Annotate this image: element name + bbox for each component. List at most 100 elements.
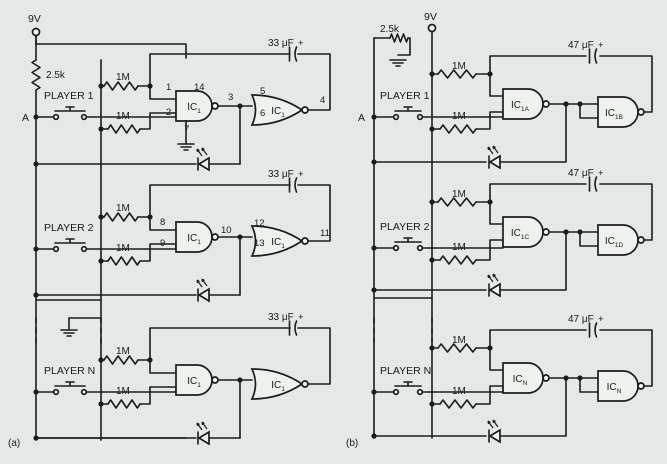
player-label: PLAYER N <box>44 365 95 377</box>
player-label: PLAYER 1 <box>380 90 430 102</box>
button-contact <box>52 245 60 253</box>
junction-dot <box>33 246 39 252</box>
wire <box>139 386 177 405</box>
push-button-symbol <box>394 381 422 387</box>
pin-number: 9 <box>160 238 165 249</box>
led-light-arrows <box>487 145 499 155</box>
junction-dot <box>429 126 435 132</box>
button-contact <box>52 388 60 396</box>
inverter-bubble <box>542 100 550 108</box>
junction-dot <box>237 234 243 240</box>
resistor-value: 1M <box>452 189 466 200</box>
resistor-symbol <box>389 33 409 43</box>
led-light-arrows <box>196 278 208 288</box>
junction-dot <box>147 214 153 220</box>
button-contact <box>392 244 400 252</box>
ic-label-main: IC <box>271 380 281 391</box>
wire <box>139 243 177 262</box>
capacitor-polarity: + <box>598 314 604 325</box>
figure-part-label: (a) <box>8 438 20 449</box>
wire <box>475 385 504 405</box>
pin-number: 11 <box>320 228 330 239</box>
push-button-symbol <box>54 238 86 244</box>
supply-label: 9V <box>28 13 41 25</box>
junction-dot <box>577 375 583 381</box>
wire <box>139 112 177 130</box>
junction-dot <box>577 229 583 235</box>
player-label: PLAYER N <box>380 365 431 377</box>
pullup-value: 2.5k <box>46 70 66 81</box>
ic-label-sub: 1 <box>197 382 201 389</box>
wire <box>489 329 587 349</box>
resistor-value: 1M <box>116 72 130 83</box>
resistor-symbol <box>439 124 477 134</box>
ic-label-sub: 1C <box>521 234 530 241</box>
resistor-value: 1M <box>452 111 466 122</box>
junction-dot <box>98 357 104 363</box>
ic-label-main: IC <box>187 376 197 387</box>
rail-gap-dashes <box>373 317 433 343</box>
wire <box>489 55 587 75</box>
junction-dot <box>33 389 39 395</box>
resistor-value: 1M <box>116 386 130 397</box>
nand-gate <box>502 362 544 394</box>
resistor-symbol <box>437 197 477 207</box>
wire <box>137 216 177 231</box>
ground-symbol <box>60 329 78 337</box>
resistor-symbol <box>103 355 139 365</box>
ic-label-sub: N <box>617 388 622 395</box>
wire <box>149 327 291 361</box>
pin-number: 4 <box>320 95 325 106</box>
ic-label-sub: 1 <box>197 108 201 115</box>
ic-label-sub: 1 <box>281 386 285 393</box>
ic-label: IC1 <box>271 380 285 393</box>
ic-label-sub: 1 <box>281 243 285 250</box>
junction-dot <box>371 433 377 439</box>
junction-dot <box>237 377 243 383</box>
button-contact <box>416 388 424 396</box>
ic-label-main: IC <box>513 374 523 385</box>
resistor-symbol <box>437 69 477 79</box>
wire <box>149 53 291 87</box>
wire <box>579 231 599 247</box>
capacitor-polarity: + <box>298 312 304 323</box>
junction-dot <box>33 161 39 167</box>
junction-dot <box>147 83 153 89</box>
led-light-arrows <box>196 147 208 157</box>
button-contact <box>392 113 400 121</box>
resistor-value: 1M <box>116 346 130 357</box>
resistor-value: 1M <box>116 243 130 254</box>
nand-gate <box>597 370 639 402</box>
junction-dot <box>429 345 435 351</box>
nor-gate <box>250 225 304 257</box>
junction-dot <box>429 71 435 77</box>
pin-number: 6 <box>260 108 265 119</box>
ic-label-sub: 1 <box>197 239 201 246</box>
nor-gate <box>250 368 304 400</box>
resistor-symbol <box>31 59 41 91</box>
led-diode <box>197 156 210 172</box>
resistor-symbol <box>103 81 139 91</box>
capacitor-value: 47 μF <box>568 314 594 325</box>
junction-dot <box>237 103 243 109</box>
circuit-wiring <box>33 31 653 441</box>
inverter-bubble <box>542 228 550 236</box>
ic-label: IC1A <box>511 100 530 113</box>
led-light-arrows <box>196 421 208 431</box>
junction-dot <box>487 199 493 205</box>
button-contact <box>392 388 400 396</box>
led-diode <box>197 430 210 446</box>
wire <box>599 183 653 241</box>
resistor-value: 1M <box>116 111 130 122</box>
capacitor-plate-curved <box>594 48 598 64</box>
resistor-symbol <box>107 399 141 409</box>
capacitor-plate-curved <box>594 176 598 192</box>
push-button-symbol <box>394 106 422 112</box>
button-contact <box>80 245 88 253</box>
wire <box>137 85 177 100</box>
capacitor-polarity: + <box>598 168 604 179</box>
nand-gate <box>597 96 639 128</box>
wire <box>500 231 567 291</box>
capacitor-plate-curved <box>294 177 298 193</box>
